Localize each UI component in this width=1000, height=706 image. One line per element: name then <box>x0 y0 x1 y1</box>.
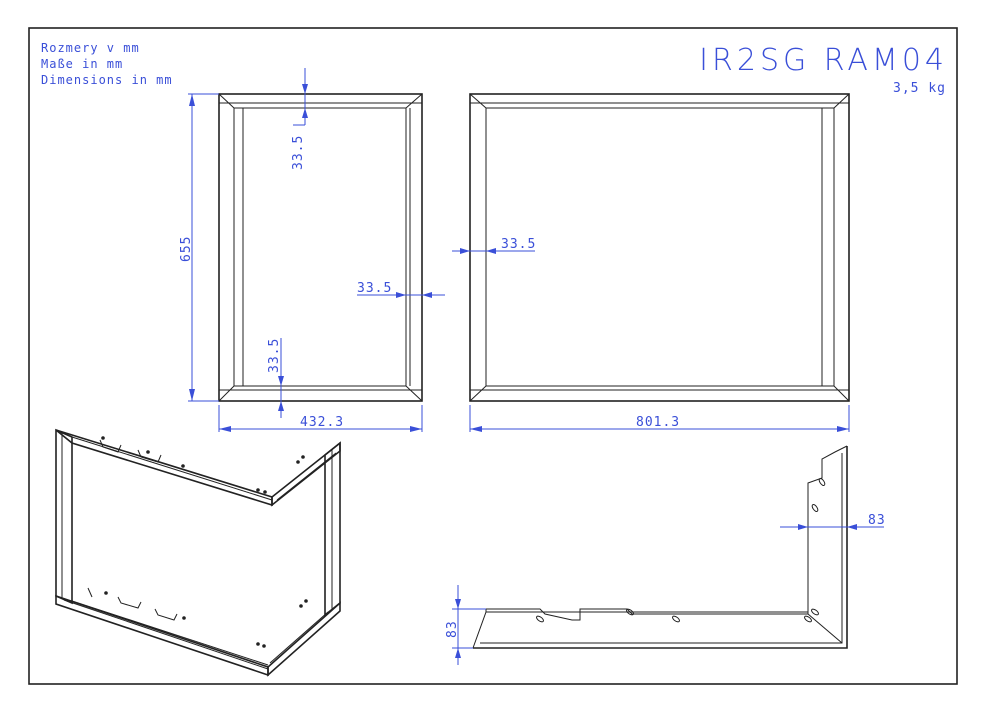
dim-height: 655 <box>179 93 219 402</box>
dim-large-thickness: 33.5 <box>452 237 536 254</box>
dim-label-width-small: 432.3 <box>300 415 344 430</box>
front-view-large-frame <box>469 93 850 402</box>
dim-bottom-thickness: 33.5 <box>267 338 284 418</box>
dim-label-width-large: 801.3 <box>636 415 680 430</box>
sheet-border <box>28 27 958 685</box>
dim-label-height: 655 <box>179 236 194 262</box>
isometric-view <box>55 428 341 677</box>
profile-view <box>472 445 848 649</box>
units-note-en: Dimensions in mm <box>41 73 173 87</box>
part-code: IR2SG RAM04 <box>699 43 948 78</box>
dim-width-large: 801.3 <box>469 405 850 432</box>
dim-label-side-thickness: 33.5 <box>357 281 392 296</box>
dim-width-small: 432.3 <box>218 405 423 432</box>
dim-profile-depth-horizontal: 83 <box>780 513 886 530</box>
units-note-de: Maße in mm <box>41 57 123 71</box>
dim-top-thickness: 33.5 <box>291 68 308 170</box>
dim-label-top-thickness: 33.5 <box>291 135 306 170</box>
dim-side-thickness: 33.5 <box>357 281 445 298</box>
dim-label-profile-depth-v: 83 <box>445 620 460 638</box>
dim-profile-depth-vertical: 83 <box>445 585 486 665</box>
dim-label-profile-depth-h: 83 <box>868 513 886 528</box>
dim-label-bottom-thickness: 33.5 <box>267 338 282 373</box>
dim-label-large-thickness: 33.5 <box>501 237 536 252</box>
front-view-small-frame <box>218 93 423 402</box>
units-note-sk: Rozmery v mm <box>41 41 140 55</box>
part-weight: 3,5 kg <box>893 81 946 96</box>
